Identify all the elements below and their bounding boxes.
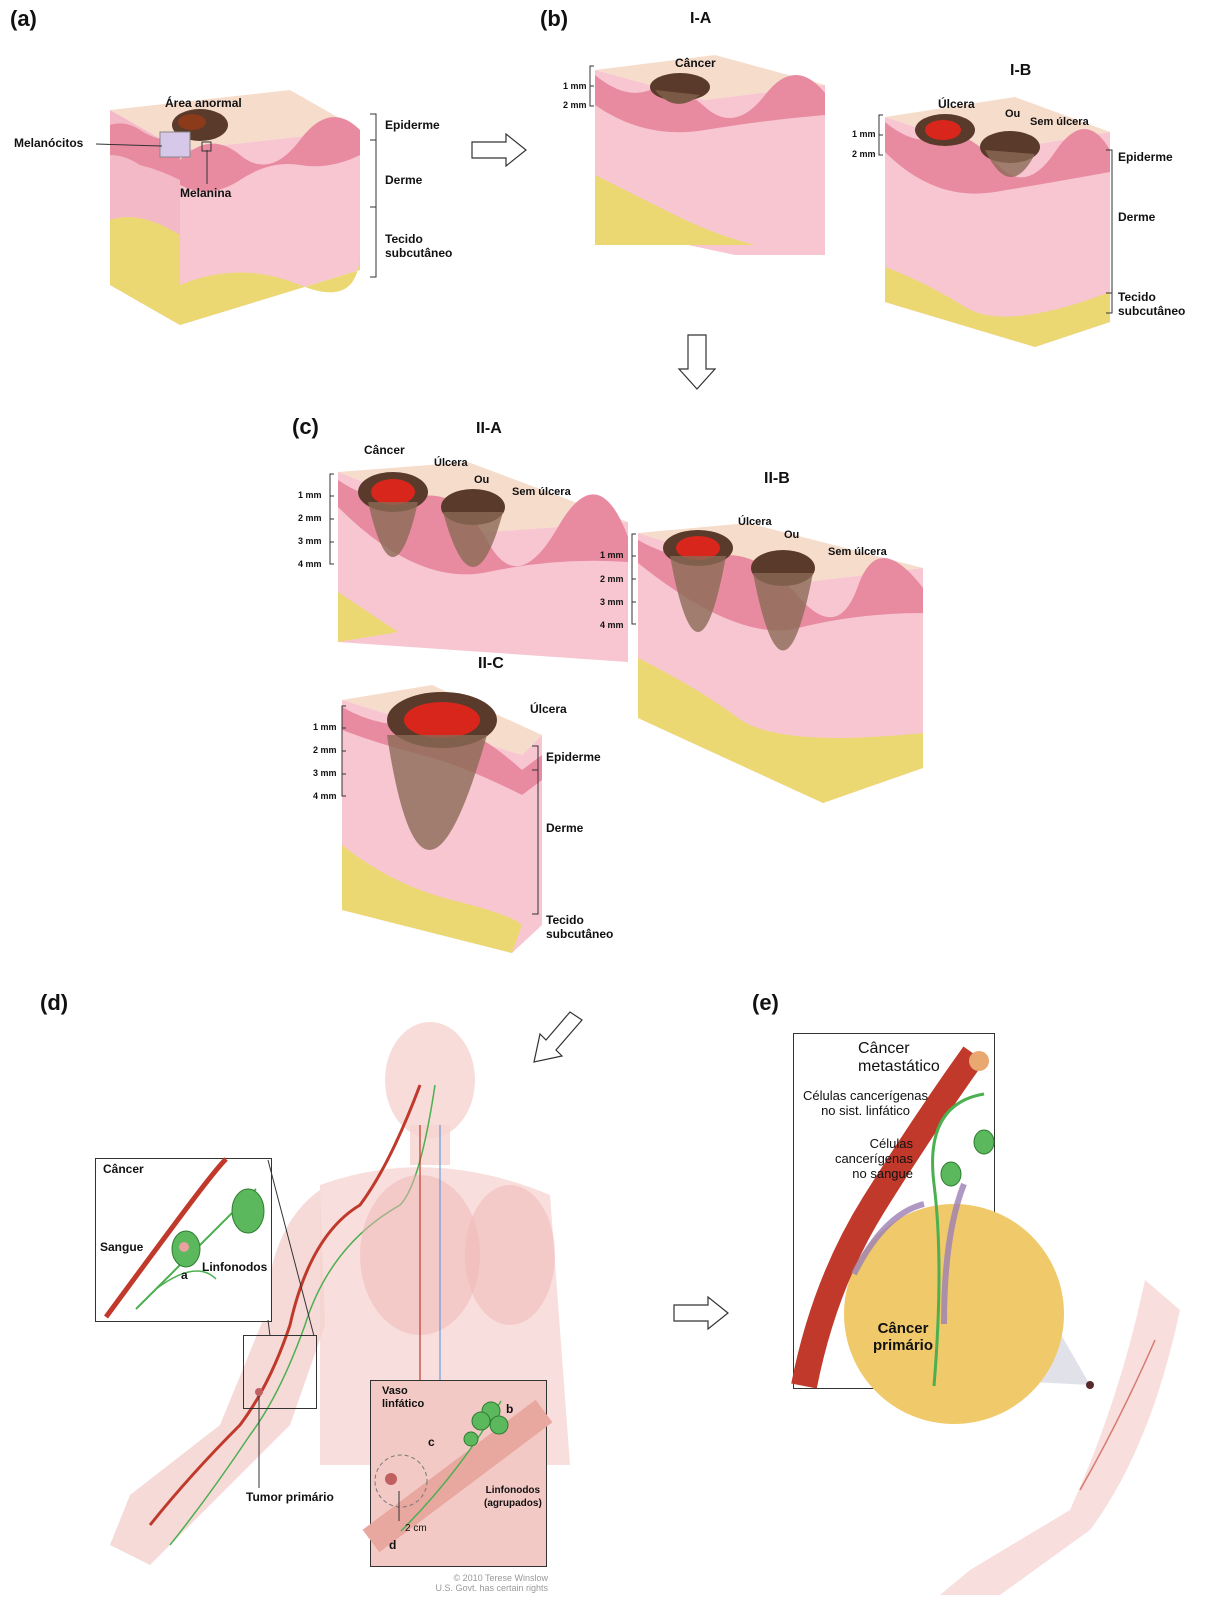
melanocytes-label: Melanócitos (14, 136, 83, 150)
abnormal-area-label: Área anormal (165, 96, 242, 110)
mm2-IB: 2 mm (852, 149, 876, 159)
epidermis-label-a: Epiderme (385, 118, 440, 132)
ulcer-label-IIC: Úlcera (530, 702, 567, 716)
melanin-leader (205, 150, 210, 186)
panel-c-label: (c) (292, 414, 319, 440)
lymph-vessel-label-d: Vaso linfático (382, 1385, 424, 1411)
mm4-IIB: 4 mm (600, 620, 624, 630)
dermis-label-IB: Derme (1118, 210, 1155, 224)
skin-block-IIC (342, 685, 542, 955)
no-ulcer-label-IIB: Sem úlcera (828, 546, 887, 559)
lymph-nodes-label-d: Linfonodos (202, 1260, 267, 1274)
subcutaneous-label-IB: Tecido subcutâneo (1118, 290, 1185, 318)
mm2-IA: 2 mm (563, 100, 587, 110)
mm1-IIC: 1 mm (313, 722, 337, 732)
marker-b-d: b (506, 1402, 513, 1416)
mm1-IA: 1 mm (563, 81, 587, 91)
layer-bracket-IIC (532, 744, 544, 924)
skin-block-IIA (338, 462, 628, 662)
panel-a-label: (a) (10, 6, 37, 32)
epidermis-label-IIC: Epiderme (546, 750, 601, 764)
inset-a-drawing (96, 1159, 269, 1319)
scale-IIC (340, 706, 350, 800)
melanin-label: Melanina (180, 186, 231, 200)
dermis-label-a: Derme (385, 173, 422, 187)
skin-block-IB (885, 92, 1110, 352)
no-ulcer-label-IB: Sem úlcera (1030, 116, 1089, 129)
mm1-IB: 1 mm (852, 129, 876, 139)
no-ulcer-label-IIA: Sem úlcera (512, 486, 571, 499)
stage-IIA-title: II-A (476, 420, 502, 438)
primary-tumor-leader (256, 1390, 266, 1490)
mm2-IIC: 2 mm (313, 745, 337, 755)
ulcer-label-IB: Úlcera (938, 97, 975, 111)
skin-block-IA (595, 45, 835, 260)
scale-IB (877, 115, 887, 159)
marker-a-d: a (181, 1268, 188, 1282)
arrow-right-icon (470, 132, 530, 168)
arrow-down-icon (678, 333, 718, 391)
ulcer-label-IIA: Úlcera (434, 457, 468, 470)
mm4-IIC: 4 mm (313, 791, 337, 801)
or-label-IIA: Ou (474, 474, 489, 487)
mm3-IIC: 3 mm (313, 768, 337, 778)
scale-IIA (328, 474, 338, 568)
subcutaneous-label-IIC: Tecido subcutâneo (546, 913, 613, 941)
panel-e-label: (e) (752, 990, 779, 1016)
epidermis-label-IB: Epiderme (1118, 150, 1173, 164)
layer-bracket-IB (1106, 148, 1118, 318)
inset-a-source-box (243, 1335, 317, 1409)
mm4-IIA: 4 mm (298, 559, 322, 569)
layer-bracket-a (370, 112, 382, 282)
mm1-IIB: 1 mm (600, 550, 624, 560)
marker-c-d: c (428, 1435, 435, 1449)
primary-cancer-label-e: Câncer primário (873, 1320, 933, 1354)
primary-tumor-label-d: Tumor primário (246, 1490, 334, 1504)
blood-label-d: Sangue (100, 1240, 143, 1254)
cancer-label-IA: Câncer (675, 56, 716, 70)
ulcer-label-IIB: Úlcera (738, 516, 772, 529)
lymph-cells-label-e: Células cancerígenas no sist. linfático (803, 1088, 928, 1118)
scale-IIB (630, 534, 640, 628)
blood-cells-label-e: Células cancerígenas no sangue (803, 1136, 913, 1181)
arrow-right-icon (672, 1295, 732, 1331)
dermis-label-IIC: Derme (546, 821, 583, 835)
inset-a-connector (268, 1160, 318, 1340)
lymph-nodes-grouped-label-d: Linfonodos (agrupados) (484, 1484, 542, 1510)
metastatic-cancer-label-e: Câncer metastático (858, 1040, 940, 1076)
subcutaneous-label-a: Tecido subcutâneo (385, 232, 452, 260)
melanocytes-leader (96, 144, 166, 154)
mm3-IIA: 3 mm (298, 536, 322, 546)
stage-IIC-title: II-C (478, 655, 504, 673)
mm3-IIB: 3 mm (600, 597, 624, 607)
panel-d-label: (d) (40, 990, 68, 1016)
scale-IA (588, 66, 598, 110)
or-label-IB: Ou (1005, 108, 1020, 121)
cancer-label-d: Câncer (103, 1162, 144, 1176)
panel-b-label: (b) (540, 6, 568, 32)
mm2-IIB: 2 mm (600, 574, 624, 584)
mm2-IIA: 2 mm (298, 513, 322, 523)
skin-block-IIB (638, 518, 923, 803)
two-cm-label-d: 2 cm (405, 1523, 427, 1534)
stage-IA-title: I-A (690, 10, 711, 28)
or-label-IIB: Ou (784, 529, 799, 542)
stage-IIB-title: II-B (764, 470, 790, 488)
mm1-IIA: 1 mm (298, 490, 322, 500)
stage-IB-title: I-B (1010, 62, 1031, 80)
marker-d-d: d (389, 1538, 396, 1552)
cancer-label-IIA: Câncer (364, 443, 405, 457)
copyright: © 2010 Terese Winslow U.S. Govt. has cer… (420, 1573, 548, 1593)
